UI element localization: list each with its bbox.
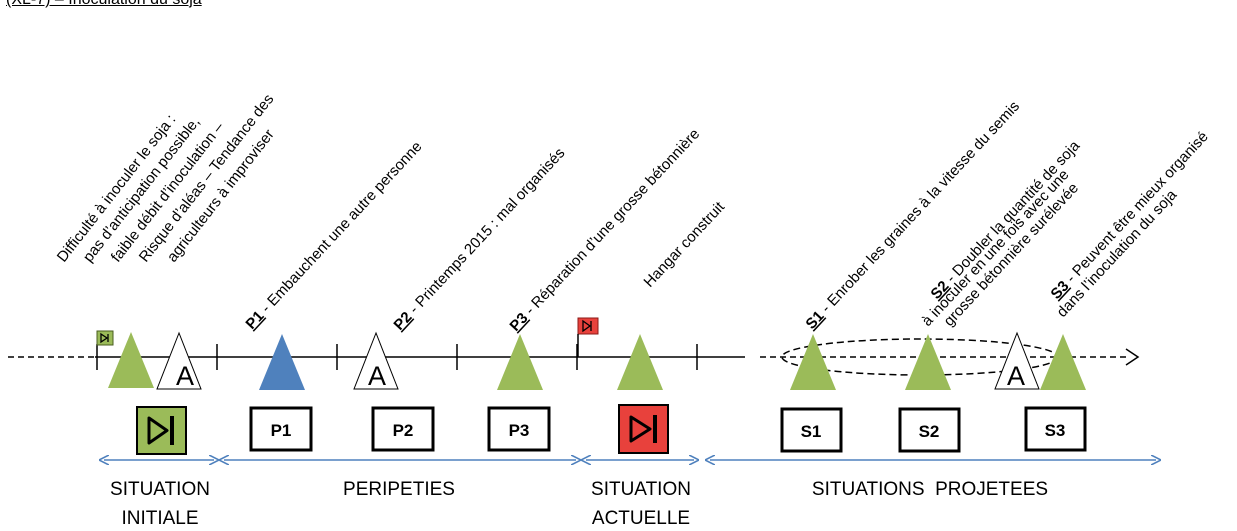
phase-projected: SITUATIONS PROJETEES	[812, 479, 1048, 500]
blue-triangle-p1	[259, 334, 305, 390]
start-flag-icon	[96, 330, 114, 346]
diagram-title: (XL-7) – Inoculation du soja	[6, 0, 202, 9]
annotation-initial-line3: faible débit d’inoculation –	[108, 118, 228, 265]
annotation-p1: P1 - Embauchent une autre personne	[242, 138, 425, 333]
annotation-s3-line2: dans l’inoculation du soja	[1053, 186, 1180, 321]
green-triangle-s1	[790, 334, 836, 390]
initial-situation-icon	[136, 406, 187, 455]
box-p1: P1	[249, 406, 313, 452]
svg-text:S1: S1	[801, 422, 822, 441]
phase-initial-line1: SITUATION	[110, 479, 210, 500]
green-triangle-p3	[497, 334, 543, 390]
svg-text:S3: S3	[1045, 421, 1066, 440]
green-triangle-s2	[905, 334, 951, 390]
box-s3: S3	[1024, 406, 1087, 452]
phase-initial-line2: INITIALE	[121, 508, 198, 529]
annotation-current: Hangar construit	[640, 198, 728, 291]
a-triangle-p2	[353, 331, 399, 390]
timeline-ticks	[96, 344, 698, 370]
svg-text:P3: P3	[509, 421, 530, 440]
box-p2: P2	[371, 406, 435, 452]
timeline-arrowhead	[1125, 348, 1140, 366]
phase-current-line1: SITUATION	[591, 479, 691, 500]
green-triangle-current	[617, 334, 663, 390]
current-flag-icon	[577, 317, 599, 335]
box-s2: S2	[898, 407, 961, 453]
green-triangle-s3	[1040, 334, 1086, 390]
box-s1: S1	[780, 407, 843, 453]
box-p3: P3	[487, 406, 551, 452]
a-triangle-s3	[994, 331, 1040, 390]
a-triangle-initial	[156, 331, 202, 390]
green-triangle-initial	[108, 332, 154, 388]
current-situation-icon	[618, 404, 669, 454]
svg-text:P2: P2	[393, 421, 414, 440]
svg-text:S2: S2	[919, 422, 940, 441]
annotation-s1: S1 - Enrober les graines à la vitesse du…	[802, 98, 1023, 333]
phase-peripeties: PERIPETIES	[343, 479, 455, 500]
a-label-initial: A	[176, 361, 194, 391]
a-label-s3: A	[1007, 361, 1025, 391]
annotation-p3: P3 - Réparation d’une grosse bétonnière	[506, 126, 703, 335]
svg-text:P1: P1	[271, 421, 292, 440]
phase-current-line2: ACTUELLE	[592, 508, 690, 529]
a-label-p2: A	[368, 361, 386, 391]
